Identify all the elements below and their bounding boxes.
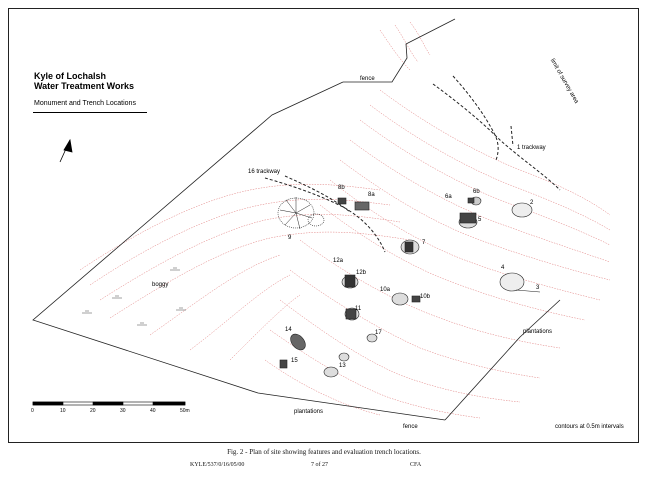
contours-note: contours at 0.5m intervals	[555, 424, 624, 430]
scale-bar	[32, 401, 186, 406]
scale-tick-50m: 50m	[180, 408, 190, 414]
trench-label-13: 13	[339, 363, 346, 369]
plantations-right-label: plantations	[523, 329, 553, 335]
site-title: Kyle of Lochalsh Water Treatment Works	[34, 71, 134, 91]
trench-label-9: 9	[288, 235, 292, 241]
trackway-16-label: 16 trackway	[248, 169, 281, 175]
trench-label-6a: 6a	[445, 194, 452, 200]
trench-label-8b: 8b	[338, 185, 345, 191]
site-boundary	[32, 18, 561, 421]
fence-bottom-label: fence	[403, 424, 418, 430]
plantations-bottom-label: plantations	[294, 409, 324, 415]
trench-label-5: 5	[478, 217, 482, 223]
trench-label-17: 17	[375, 330, 382, 336]
trench-label-2: 2	[530, 200, 534, 206]
trench-label-14: 14	[285, 327, 292, 333]
footer-page: 7 of 27	[311, 462, 328, 468]
fence-top-label: fence	[360, 76, 375, 82]
footer-ref: KYLE/537/0/16/05/00	[190, 462, 245, 468]
trackways	[264, 75, 561, 253]
trench-label-11: 11	[355, 306, 362, 312]
footer-org: CFA	[410, 462, 422, 468]
north-arrow-icon	[59, 138, 73, 163]
trench-label-12b: 12b	[356, 270, 367, 276]
trench-label-6b: 6b	[473, 189, 480, 195]
subtitle-rule	[33, 112, 147, 113]
trench-label-3: 3	[536, 285, 540, 291]
scale-tick-10: 10	[60, 408, 66, 414]
trench-label-10a: 10a	[380, 287, 391, 293]
contour-lines	[79, 21, 611, 419]
trench-symbols	[277, 196, 541, 378]
scale-tick-30: 30	[120, 408, 126, 414]
trench-label-4: 4	[501, 265, 505, 271]
scale-tick-40: 40	[150, 408, 156, 414]
figure-caption: Fig. 2 - Plan of site showing features a…	[227, 448, 421, 456]
title-line-1: Kyle of Lochalsh	[34, 71, 107, 81]
map-frame	[8, 8, 639, 443]
trench-label-7: 7	[422, 240, 426, 246]
trench-label-8a: 8a	[368, 192, 375, 198]
title-line-2: Water Treatment Works	[34, 81, 135, 91]
trench-label-15: 15	[291, 358, 298, 364]
boggy-marks	[82, 267, 186, 326]
scale-tick-0: 0	[31, 408, 34, 414]
trackway-1-label: 1 trackway	[517, 145, 546, 151]
boggy-label: boggy	[152, 282, 169, 288]
scale-tick-20: 20	[90, 408, 96, 414]
map-subtitle: Monument and Trench Locations	[34, 100, 136, 107]
trench-label-10b: 10b	[420, 294, 431, 300]
trench-label-12a: 12a	[333, 258, 344, 264]
